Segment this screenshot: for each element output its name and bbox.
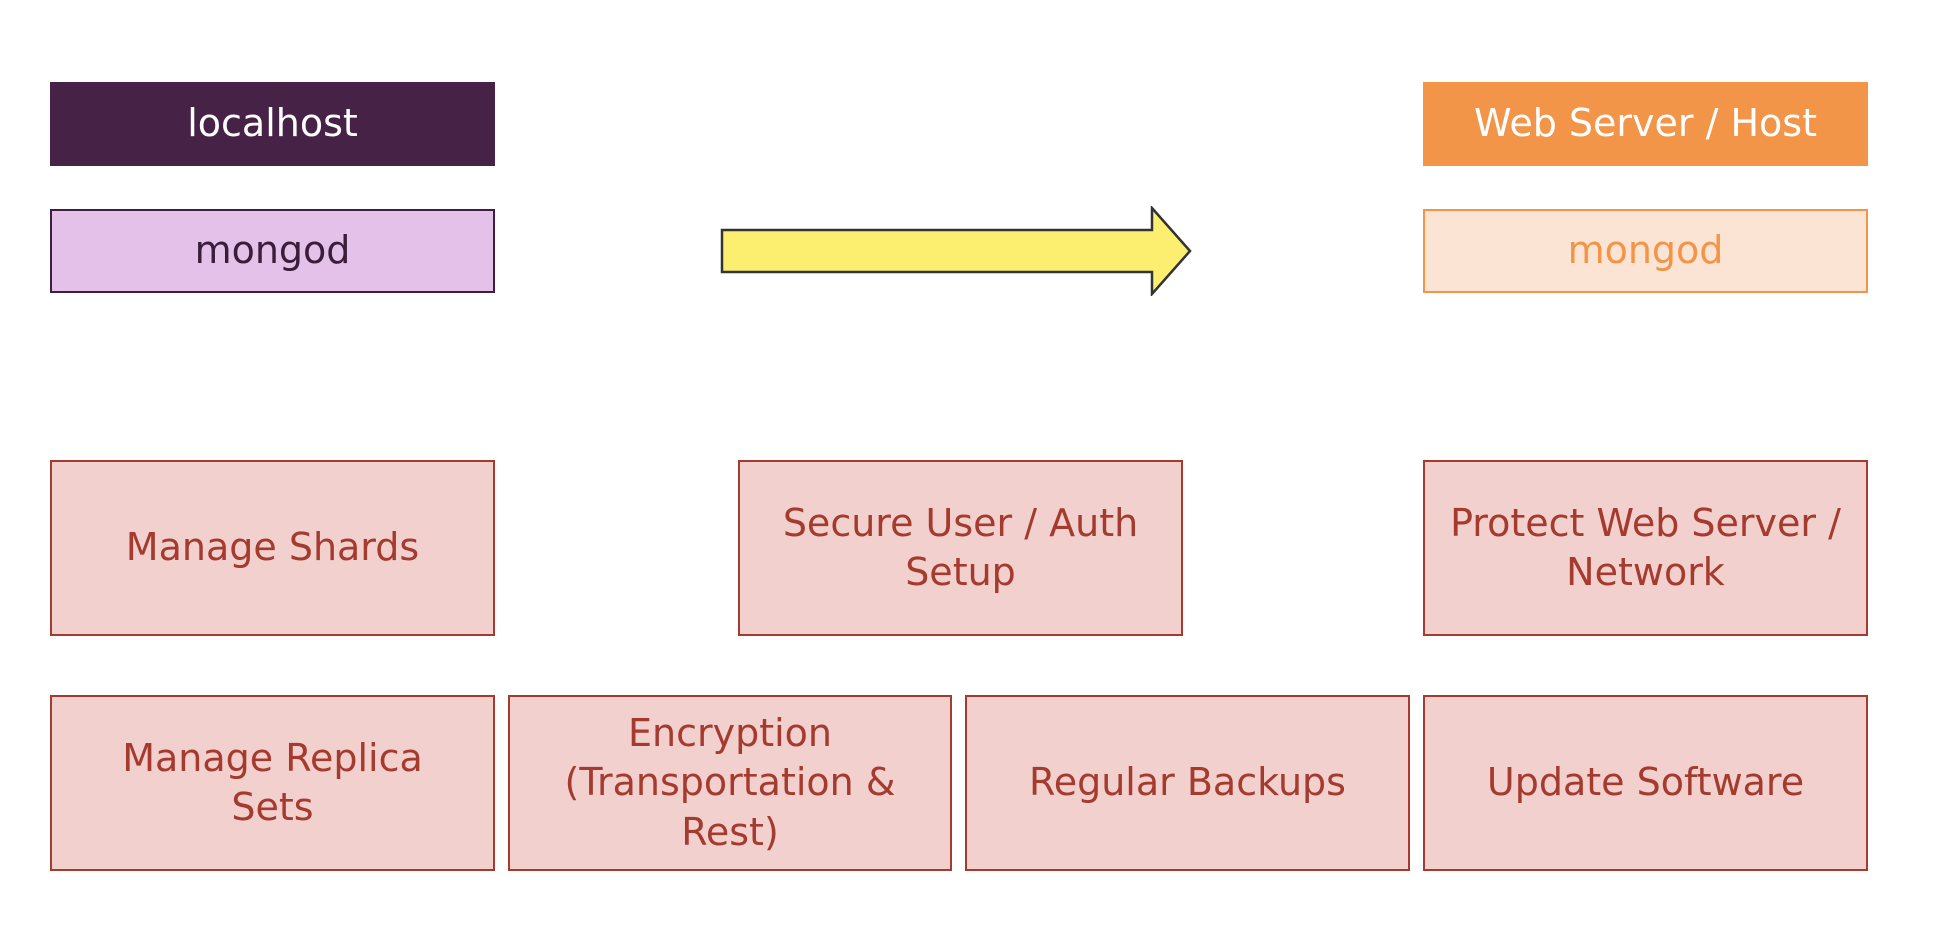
task-manage-shards: Manage Shards [50, 460, 495, 636]
remote-mongod-box: mongod [1423, 209, 1868, 293]
localhost-label: localhost [187, 101, 358, 146]
task-regular-backups: Regular Backups [965, 695, 1410, 871]
web-server-host-label: Web Server / Host [1473, 101, 1818, 146]
task-label: Protect Web Server / Network [1450, 500, 1841, 594]
transition-arrow [720, 206, 1192, 296]
task-protect-web-server: Protect Web Server / Network [1423, 460, 1868, 636]
arrow-shape [720, 206, 1192, 296]
task-label: Manage Replica Sets [122, 735, 423, 829]
web-server-host-box: Web Server / Host [1423, 82, 1868, 166]
task-encryption: Encryption (Transportation & Rest) [508, 695, 952, 871]
local-mongod-box: mongod [50, 209, 495, 293]
task-secure-user-auth: Secure User / Auth Setup [738, 460, 1183, 636]
task-label: Manage Shards [125, 525, 420, 570]
remote-mongod-label: mongod [1567, 228, 1724, 273]
task-label: Regular Backups [1029, 760, 1346, 805]
localhost-box: localhost [50, 82, 495, 166]
task-manage-replica-sets: Manage Replica Sets [50, 695, 495, 871]
task-label: Secure User / Auth Setup [782, 500, 1139, 594]
local-mongod-label: mongod [194, 228, 351, 273]
task-label: Encryption (Transportation & Rest) [564, 710, 896, 854]
task-update-software: Update Software [1423, 695, 1868, 871]
task-label: Update Software [1486, 760, 1805, 805]
